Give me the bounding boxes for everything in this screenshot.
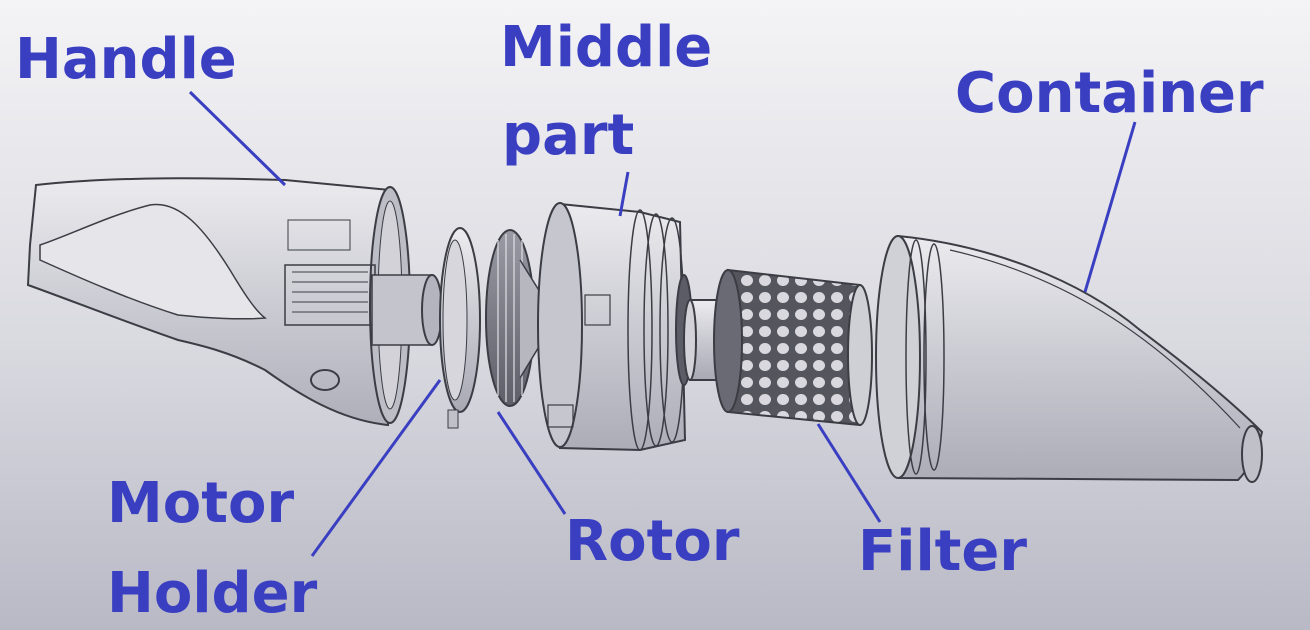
label-motor-holder-line1: Motor — [107, 471, 295, 536]
leader-line-handle — [188, 90, 287, 187]
filter-part — [683, 268, 873, 427]
leader-line-filter — [816, 423, 882, 523]
label-filter: Filter — [858, 519, 1028, 584]
label-middle-part-line1: Middle — [500, 15, 713, 80]
handle-part — [26, 177, 443, 427]
rotor-part — [485, 229, 541, 407]
label-handle: Handle — [15, 27, 237, 92]
leader-line-rotor — [496, 411, 567, 515]
middle-part — [537, 202, 693, 452]
label-motor-holder-line2: Holder — [107, 561, 318, 626]
leader-line-motor-holder — [310, 379, 442, 557]
leader-line-middle-part — [618, 171, 630, 217]
leader-lines — [188, 90, 1137, 557]
motor-holder-part — [439, 227, 481, 429]
label-container: Container — [955, 61, 1264, 126]
container-part — [875, 234, 1264, 483]
leader-line-container — [1083, 121, 1137, 293]
label-rotor: Rotor — [565, 509, 740, 574]
label-middle-part-line2: part — [502, 103, 635, 168]
